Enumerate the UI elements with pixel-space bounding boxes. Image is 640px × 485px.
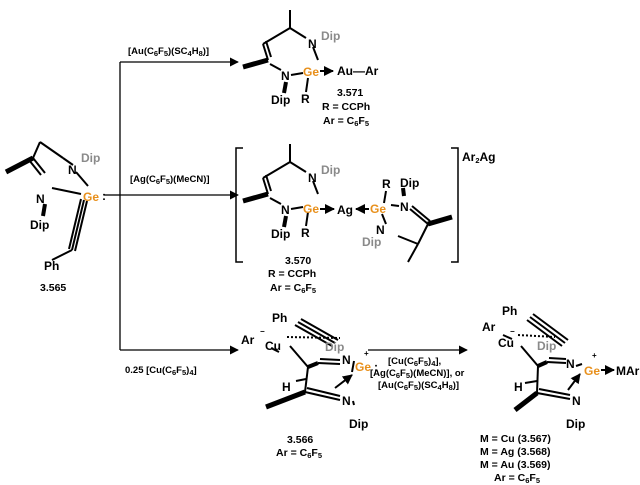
compound-3565-bonds [4,141,89,261]
compound-3570-dip-right-upper: Dip [400,176,419,190]
compound-final-dip-upper: Dip [537,339,556,353]
compound-3566-dip-upper: Dip [325,340,344,354]
compound-3565-id: 3.565 [40,282,66,294]
reagent-final-line3: [Au(C6F5)(SC4H8)] [378,380,459,392]
compound-3571-n-lower: N [281,69,290,83]
reagent-final-line2: [Ag(C6F5)(MeCN)], or [370,368,465,380]
compound-3566-ge-charge: + [364,349,369,358]
compound-3571-id: 3.571 [337,87,363,99]
compound-3566: Ph Ar Cu − Dip N Ge : + H N Dip 3.566 Ar… [241,311,378,460]
compound-3566-n-upper: N [342,353,351,367]
compound-3571-ge: Ge [303,65,319,79]
compound-3565-dip-upper: Dip [81,151,100,165]
compound-final-h: H [514,380,523,394]
compound-3570-n-left-upper: N [308,171,317,185]
compound-3566-lone-pair: : [374,360,378,374]
reagent-top: [Au(C6F5)(SC4H8)] [128,46,209,58]
compound-final-ge-charge: + [592,351,597,360]
compound-3570-id: 3.570 [285,255,311,267]
compound-3565: N Dip N Ge : Dip Ph 3.565 [4,141,106,294]
compound-3565-n-upper: N [68,163,77,177]
compound-3566-ar: Ar [241,333,255,347]
reagent-middle: [Ag(C6F5)(MeCN)] [130,174,210,186]
compound-final-mar: MAr [616,364,640,378]
compound-3565-lone-pair: : [102,189,106,203]
compound-3570-n-right-upper: N [400,200,409,214]
compound-3570-ar-def: Ar = C6F5 [270,282,316,295]
compound-3571-n-upper: N [308,37,317,51]
compound-3566-h: H [282,380,291,394]
compound-3570-brackets [235,147,459,263]
reagent-final: [Cu(C6F5)4], [Ag(C6F5)(MeCN)], or [Au(C6… [370,356,465,392]
compound-3570-ge-right: Ge [370,202,386,216]
compound-3570-bonds [242,144,453,263]
compound-final-ar-def: Ar = C6F5 [494,472,540,485]
compound-3570-n-left-lower: N [281,203,290,217]
compound-final-cu-charge: − [510,327,515,336]
compound-3570-counterion: Ar2Ag [462,150,496,165]
compound-3570: Ar2Ag [235,144,496,295]
compound-3571-dip-lower: Dip [271,93,290,107]
compound-3571-r: R [301,92,310,106]
compound-3565-ph: Ph [44,259,59,273]
compound-3570-ag: Ag [337,203,353,217]
compound-3565-ge: Ge [83,190,99,204]
compound-final-n-upper: N [566,357,575,371]
reagent-final-line1: [Cu(C6F5)4], [388,356,441,368]
compound-final-m-ag: M = Ag (3.568) [480,446,551,458]
compound-3566-bonds [265,318,355,410]
compound-3570-dip-left-lower: Dip [271,227,290,241]
reagent-bottom: 0.25 [Cu(C6F5)4] [125,365,197,377]
compound-final-dip-lower: Dip [566,417,585,431]
compound-final-ge: Ge [584,364,600,378]
compound-3565-dip-lower: Dip [30,218,49,232]
compound-final-m-au: M = Au (3.569) [480,459,551,471]
compound-3566-n-lower: N [342,394,351,408]
compound-final: Ph Ar Cu − Dip N Ge + MAr H N Dip M = Cu… [480,304,640,485]
compound-3571: N Dip N Ge Au—Ar Dip R 3.571 R = CCPh Ar… [242,10,379,128]
compound-final-m-cu: M = Cu (3.567) [480,433,551,445]
compound-final-bonds [502,313,615,412]
compound-3570-r-left: R [301,226,310,240]
compound-3565-n-lower: N [36,192,45,206]
compound-final-n-lower: N [572,394,581,408]
compound-final-ph: Ph [502,304,517,318]
compound-3570-n-right-lower: N [376,223,385,237]
compound-3566-ar-def: Ar = C6F5 [276,447,322,460]
compound-3571-dip-upper: Dip [321,29,340,43]
compound-3570-r-def: R = CCPh [268,268,316,280]
compound-3571-bonds [242,10,334,94]
compound-3570-dip-left-upper: Dip [321,163,340,177]
compound-3570-r-right: R [382,177,391,191]
compound-3570-ge-left: Ge [303,202,319,216]
compound-3566-cu-charge: − [260,327,265,336]
compound-3566-ph: Ph [272,311,287,325]
compound-final-ar: Ar [482,320,496,334]
compound-3571-r-def: R = CCPh [322,101,370,113]
branch-arrows [104,57,468,355]
compound-final-cu: Cu [498,336,514,350]
compound-3571-au-ar: Au—Ar [337,64,379,78]
compound-3571-ar-def: Ar = C6F5 [323,115,369,128]
compound-3570-dip-right-lower: Dip [362,235,381,249]
compound-3566-cu: Cu [265,339,281,353]
compound-3566-dip-lower: Dip [349,417,368,431]
compound-3566-id: 3.566 [287,434,313,446]
compound-3566-ge: Ge [355,360,371,374]
